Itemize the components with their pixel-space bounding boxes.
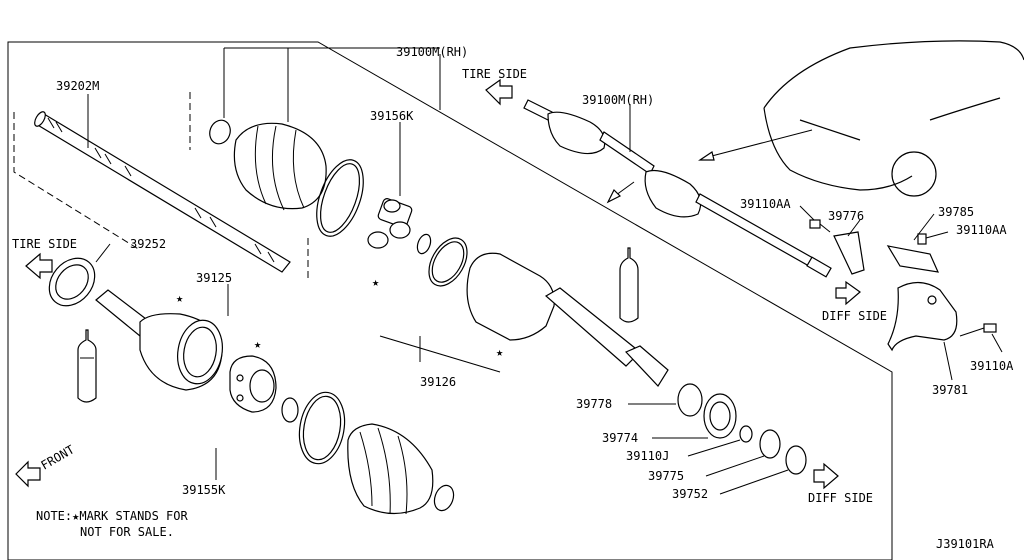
exploded-view-frame (7, 41, 893, 560)
label-39252: 39252 (130, 237, 166, 251)
dust-seal (48, 257, 96, 307)
o-ring (428, 237, 468, 287)
label-39100m-inset: 39100M(RH) (582, 93, 654, 107)
leader-lines (87, 47, 1003, 495)
seal-39778 (677, 383, 703, 417)
label-39110j: 39110J (626, 449, 669, 463)
bracket-39781 (887, 281, 958, 352)
label-tire-side-left: TIRE SIDE (12, 237, 77, 251)
diff-side-bottom-arrow (813, 462, 839, 490)
seal-39752 (785, 445, 807, 475)
inner-boot-band-small (209, 119, 231, 145)
label-diff-side-right: DIFF SIDE (822, 309, 887, 323)
tripod-joint (367, 198, 413, 249)
label-39774: 39774 (602, 431, 638, 445)
bolt-39110aa-a (809, 219, 831, 233)
diagram-id: J39101RA (936, 537, 995, 551)
outer-boot (347, 423, 434, 515)
label-39781: 39781 (932, 383, 968, 397)
label-39100m-top: 39100M(RH) (396, 45, 468, 59)
bearing-39774 (703, 393, 737, 439)
label-39155k: 39155K (182, 483, 226, 497)
label-39125: 39125 (196, 271, 232, 285)
bracket-39785 (886, 245, 939, 273)
label-39778: 39778 (576, 397, 612, 411)
label-39110aa-a: 39110AA (740, 197, 791, 211)
note-line-2: NOT FOR SALE. (80, 525, 174, 539)
tire-side-top-arrow (485, 78, 513, 106)
boot-band-large (298, 391, 346, 465)
snap-ring-2 (416, 233, 432, 255)
inner-joint-housing (466, 252, 669, 387)
label-tire-side-top: TIRE SIDE (462, 67, 527, 81)
bolt-39110a (959, 323, 997, 337)
inner-boot-band-large (316, 159, 364, 237)
boot-band-small (433, 484, 455, 512)
star-mark-housing: ★ (496, 345, 503, 359)
label-diff-side-bottom: DIFF SIDE (808, 491, 873, 505)
inner-boot (233, 122, 327, 211)
note-line-1: NOTE:★MARK STANDS FOR (36, 509, 188, 523)
front-arrow (15, 460, 41, 488)
snap-ring (281, 397, 299, 423)
star-mark-tripod: ★ (372, 275, 379, 289)
grease-tube-right (619, 247, 639, 323)
label-39110a: 39110A (970, 359, 1014, 373)
label-39776: 39776 (828, 209, 864, 223)
label-front: FRONT (39, 442, 77, 472)
tire-side-left-arrow (25, 252, 53, 280)
bracket-39776 (833, 231, 865, 275)
bolt-39110aa-b (917, 233, 927, 245)
label-39126: 39126 (420, 375, 456, 389)
label-39202m: 39202M (56, 79, 99, 93)
grease-tube-left (77, 329, 97, 403)
car-outline (763, 40, 1024, 197)
star-mark-cage: ★ (254, 337, 261, 351)
diff-side-right-arrow (835, 280, 861, 306)
label-39110aa-b: 39110AA (956, 223, 1007, 237)
snap-ring-39110j (739, 425, 753, 443)
washer-39775 (759, 429, 781, 459)
intermediate-shaft (34, 111, 291, 273)
outer-cv-joint (95, 289, 223, 391)
label-39785: 39785 (938, 205, 974, 219)
label-39752: 39752 (672, 487, 708, 501)
assembled-driveshaft (523, 99, 832, 278)
label-39775: 39775 (648, 469, 684, 483)
ball-cage (229, 355, 277, 413)
star-mark-outer: ★ (176, 291, 183, 305)
label-39156k: 39156K (370, 109, 414, 123)
